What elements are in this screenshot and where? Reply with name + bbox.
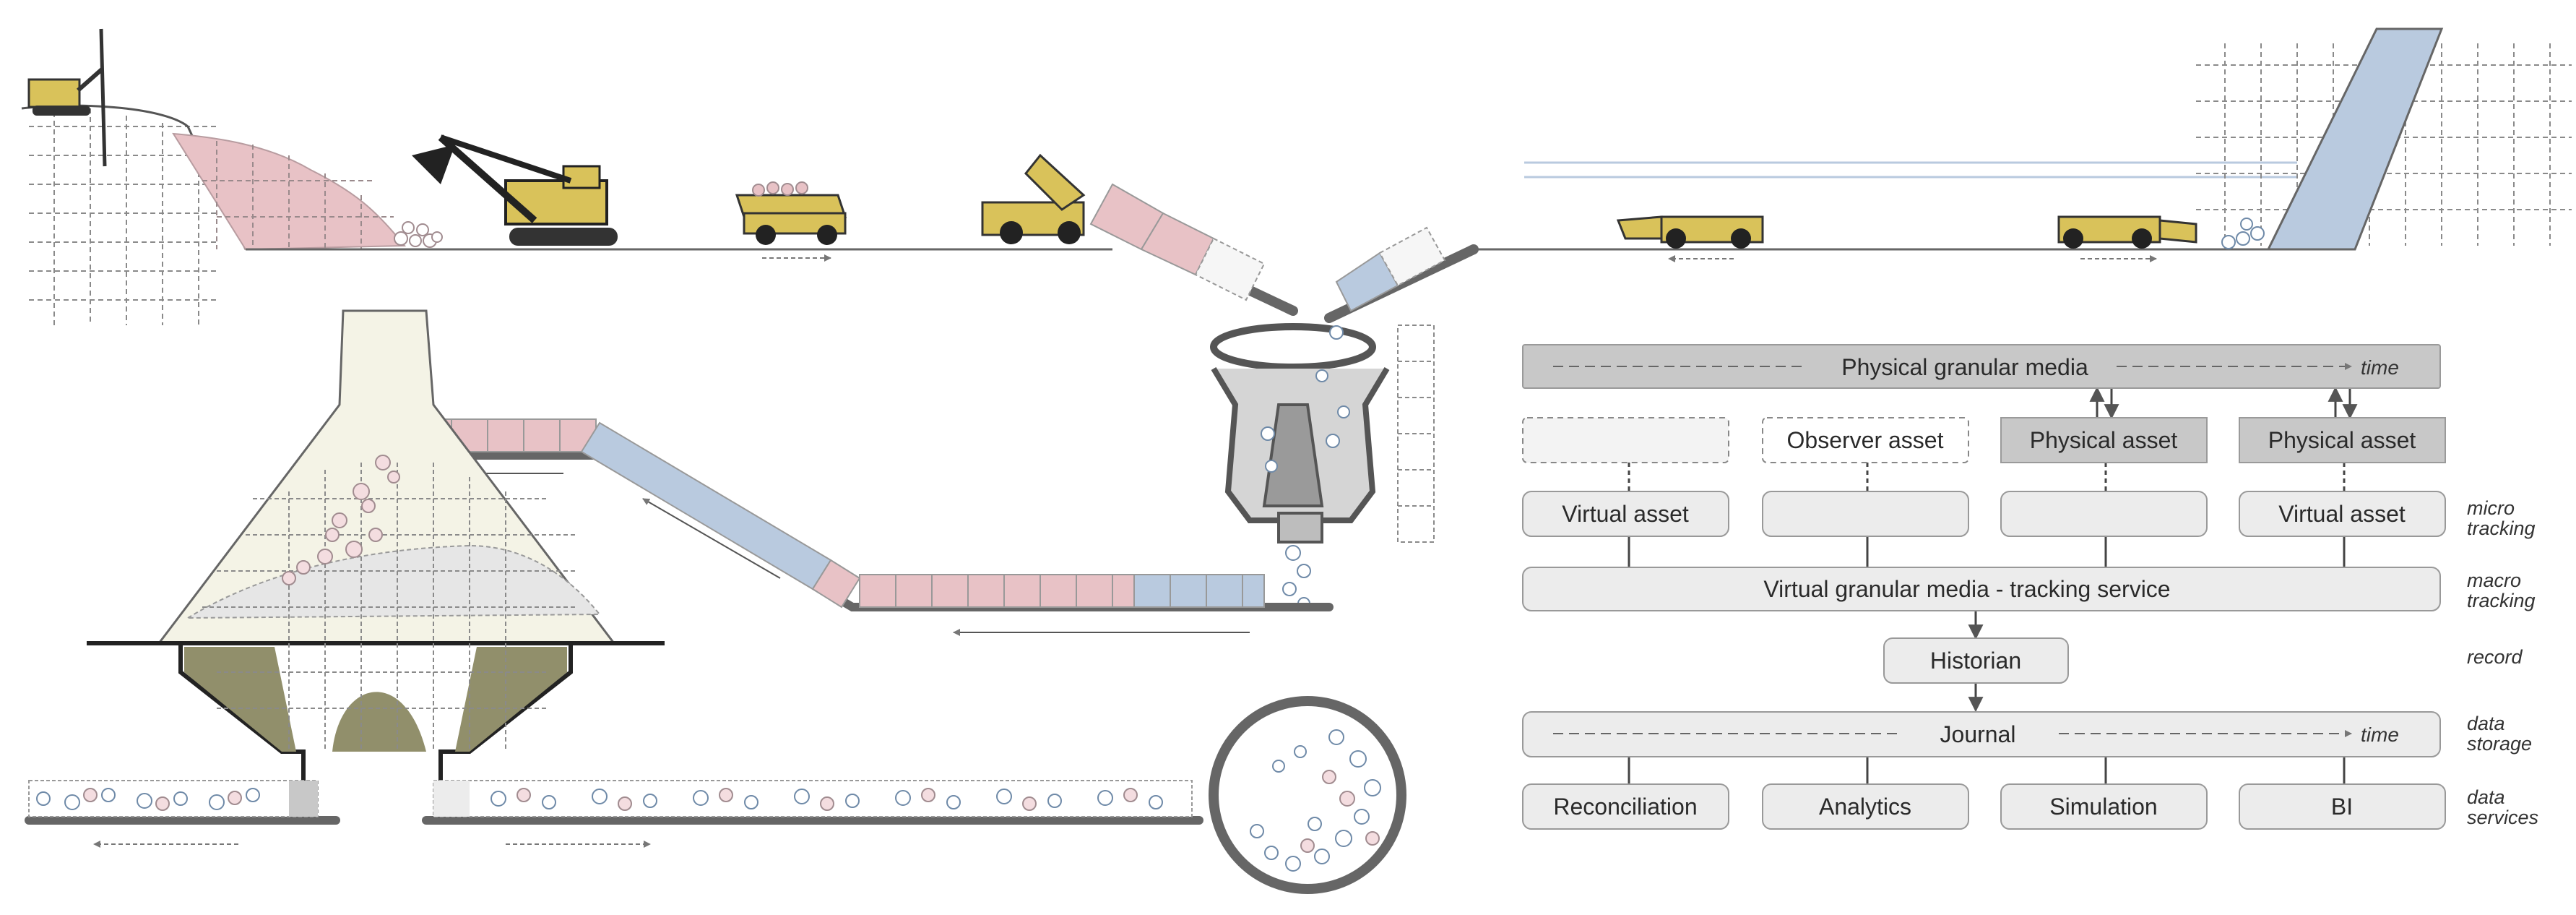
excavator-icon	[412, 134, 618, 246]
caption-data-services-2: services	[2467, 807, 2538, 828]
journal-time-label: time	[2361, 723, 2399, 746]
lhd-loader-icon-2	[2057, 215, 2197, 262]
loose-rocks	[394, 221, 443, 248]
journal-label: Journal	[1940, 721, 2016, 747]
grinding-mill-icon	[1209, 696, 1406, 894]
observer-asset-box	[1762, 417, 1969, 463]
stockpile-conveyor-upper	[404, 418, 1334, 636]
service-label-bi: BI	[2331, 794, 2353, 820]
service-box-reconciliation	[1522, 783, 1729, 830]
virtual-asset-box-1	[1522, 491, 1729, 537]
service-label-simulation: Simulation	[2049, 794, 2157, 820]
physical-asset-label-2: Physical asset	[2268, 427, 2416, 453]
observer-asset-label: Observer asset	[1787, 427, 1944, 453]
stope-blue	[2266, 27, 2444, 251]
virtual-asset-box-2	[1762, 491, 1969, 537]
physical-asset-box-2	[2239, 417, 2446, 463]
service-box-analytics	[1762, 783, 1969, 830]
muck-pile-grid	[202, 141, 394, 249]
service-label-analytics: Analytics	[1819, 794, 1911, 820]
stope-rocks	[2221, 218, 2265, 249]
virtual-asset-box-3	[2000, 491, 2208, 537]
caption-macro-tracking: tracking	[2467, 590, 2536, 611]
upper-drift	[1524, 161, 2297, 179]
tracking-service-label: Virtual granular media - tracking servic…	[1763, 576, 2170, 602]
mine-surface-scene	[21, 27, 2572, 325]
tracking-service-bar	[1522, 567, 2441, 611]
caption-macro: macro	[2467, 570, 2521, 591]
crusher-side-grid	[1397, 325, 1435, 543]
empty-asset-box	[1522, 417, 1729, 463]
virtual-asset-label-4: Virtual asset	[2278, 501, 2406, 527]
reclaim-conveyors	[25, 780, 1203, 848]
caption-micro-tracking: tracking	[2467, 517, 2536, 539]
caption-data-storage-1: data	[2467, 713, 2505, 734]
caption-record: record	[2467, 646, 2523, 668]
caption-data-services-1: data	[2467, 786, 2505, 808]
drill-rig-icon	[27, 28, 107, 167]
historian-box	[1883, 637, 2069, 684]
gyratory-crusher-icon	[1210, 323, 1435, 610]
caption-data-storage-2: storage	[2467, 733, 2532, 755]
stockpile-grid	[202, 463, 578, 752]
feed-chute-right	[1324, 226, 1479, 323]
dump-truck-icon	[981, 153, 1086, 244]
historian-label: Historian	[1930, 648, 2021, 674]
service-label-reconciliation: Reconciliation	[1553, 794, 1697, 820]
caption-micro: micro	[2467, 497, 2515, 519]
service-box-simulation	[2000, 783, 2208, 830]
stockpile-structure	[87, 309, 665, 781]
lhd-loader-icon	[1616, 215, 1764, 262]
physical-granular-media-label: Physical granular media	[1841, 354, 2088, 380]
physical-granular-media-bar	[1522, 344, 2441, 389]
physical-asset-box-1	[2000, 417, 2208, 463]
virtual-asset-label-1: Virtual asset	[1562, 501, 1689, 527]
journal-bar	[1522, 711, 2441, 757]
bench-grid-left	[29, 108, 217, 325]
physical-time-label: time	[2361, 356, 2399, 379]
service-box-bi	[2239, 783, 2446, 830]
physical-asset-label-1: Physical asset	[2030, 427, 2178, 453]
tracking-architecture-diagram: Physical granular media time Observer as…	[1522, 344, 2538, 830]
virtual-asset-box-4	[2239, 491, 2446, 537]
dump-chute	[1089, 183, 1298, 316]
haul-truck-icon	[735, 181, 847, 262]
